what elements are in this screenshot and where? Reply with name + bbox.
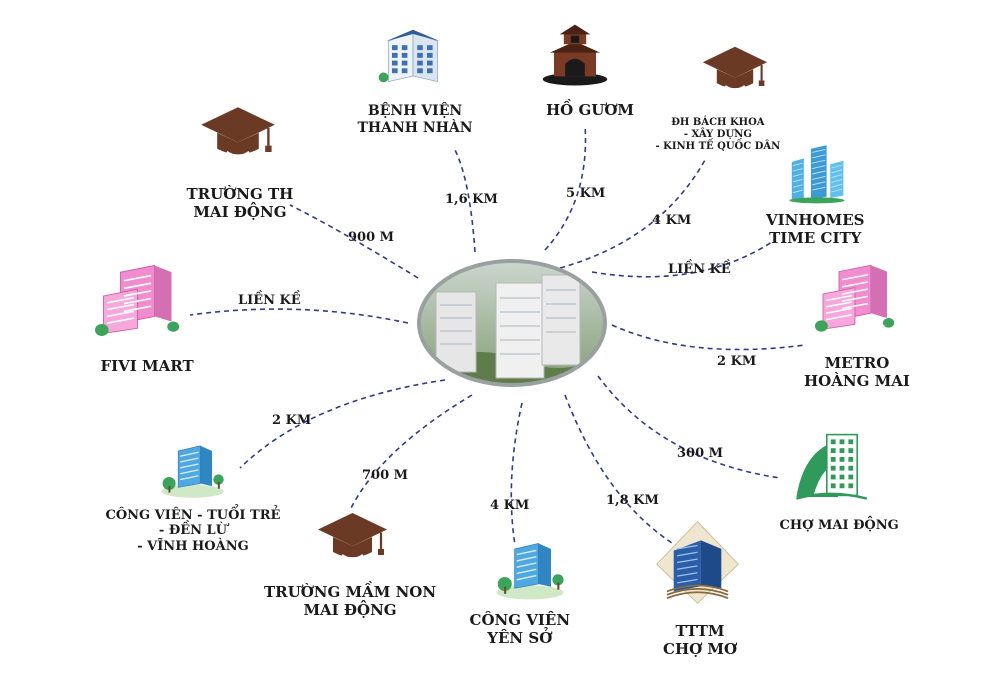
place-label-fivi-mart: FIVI MART xyxy=(100,357,194,376)
distance-label-fivi-mart: LIỀN KỀ xyxy=(238,293,301,308)
connector-line-cho-mai-dong xyxy=(597,375,781,479)
place-label-line: CÔNG VIÊN xyxy=(469,611,571,629)
market-building-icon xyxy=(796,433,868,500)
place-label-line: VINHOMES xyxy=(766,211,865,229)
place-label-dh-bach-khoa: ĐH BÁCH KHOA- XÂY DỰNG- KINH TẾ QUỐC DÂN xyxy=(656,117,781,152)
place-label-line: CÔNG VIÊN - TUỔI TRẺ xyxy=(105,508,281,523)
pink-building-icon xyxy=(95,264,180,336)
place-label-ho-guom: HỒ GƯƠM xyxy=(546,101,635,120)
distance-label-tttm: 1,8 KM xyxy=(606,493,659,508)
place-label-line: TRƯỜNG TH xyxy=(186,185,294,203)
place-label-line: - KINH TẾ QUỐC DÂN xyxy=(655,140,781,152)
distance-label-metro: 2 KM xyxy=(717,354,757,369)
pink-building-icon xyxy=(815,264,895,332)
temple-icon xyxy=(542,24,608,86)
place-label-line: HỒ GƯƠM xyxy=(546,101,635,119)
place-label-line: - XÂY DỰNG xyxy=(683,128,752,140)
mall-building-icon xyxy=(656,521,739,604)
graduation-cap-icon xyxy=(702,46,768,91)
distance-label-truong-th: 900 M xyxy=(348,230,395,245)
connector-line-metro xyxy=(611,324,806,351)
distance-label-truong-mam-non: 700 M xyxy=(362,468,409,483)
distance-label-cong-vien-yen-so: 4 KM xyxy=(490,498,530,513)
connector-line-dh-bach-khoa xyxy=(559,159,706,269)
place-label-line: THANH NHÀN xyxy=(357,119,473,136)
place-label-line: FIVI MART xyxy=(100,357,194,375)
connector-line-truong-mam-non xyxy=(349,394,473,511)
distance-label-vinhomes: LIỀN KỀ xyxy=(668,262,731,277)
skyscraper-icon xyxy=(789,145,845,204)
place-label-cong-vien-tuoi-tre: CÔNG VIÊN - TUỔI TRẺ- ĐỀN LỪ- VĨNH HOÀNG xyxy=(106,508,281,554)
connector-line-cong-vien-yen-so xyxy=(510,402,523,546)
distance-label-cong-vien-tuoi-tre: 2 KM xyxy=(272,413,312,428)
place-label-line: MAI ĐỘNG xyxy=(303,600,397,619)
place-label-line: - VĨNH HOÀNG xyxy=(137,538,249,554)
connector-line-cong-vien-tuoi-tre xyxy=(239,379,446,469)
hospital-building-icon xyxy=(378,29,440,83)
distance-label-cho-mai-dong: 300 M xyxy=(677,446,724,461)
graduation-cap-icon xyxy=(201,107,275,158)
place-label-line: ĐH BÁCH KHOA xyxy=(671,117,765,128)
place-label-line: MAI ĐỘNG xyxy=(193,202,287,221)
place-label-line: TRƯỜNG MẦM NON xyxy=(264,583,437,601)
place-label-line: - ĐỀN LỪ xyxy=(158,523,227,539)
distance-label-dh-bach-khoa: 4 KM xyxy=(652,213,692,228)
graduation-cap-icon xyxy=(318,513,387,560)
place-label-line: TTTM xyxy=(675,622,725,640)
place-label-line: TIME CITY xyxy=(769,228,862,247)
place-label-line: CHỢ MƠ xyxy=(663,639,738,658)
place-label-cho-mai-dong: CHỢ MAI ĐỘNG xyxy=(780,518,899,533)
park-building-icon xyxy=(161,445,224,498)
place-label-line: HOÀNG MAI xyxy=(804,371,910,390)
place-label-line: YÊN SỞ xyxy=(487,628,553,647)
connector-line-vinhomes xyxy=(591,239,776,278)
distance-label-benh-vien: 1,6 KM xyxy=(445,192,498,207)
park-building-icon xyxy=(496,542,564,600)
place-label-line: CHỢ MAI ĐỘNG xyxy=(779,518,899,533)
place-label-line: BỆNH VIỆN xyxy=(367,103,463,119)
connector-line-truong-th xyxy=(289,204,419,279)
distance-label-ho-guom: 5 KM xyxy=(566,186,606,201)
connector-line-ho-guom xyxy=(544,124,587,251)
connector-line-fivi-mart xyxy=(189,308,409,324)
place-label-line: METRO xyxy=(824,354,890,372)
connector-line-tttm xyxy=(564,394,676,546)
